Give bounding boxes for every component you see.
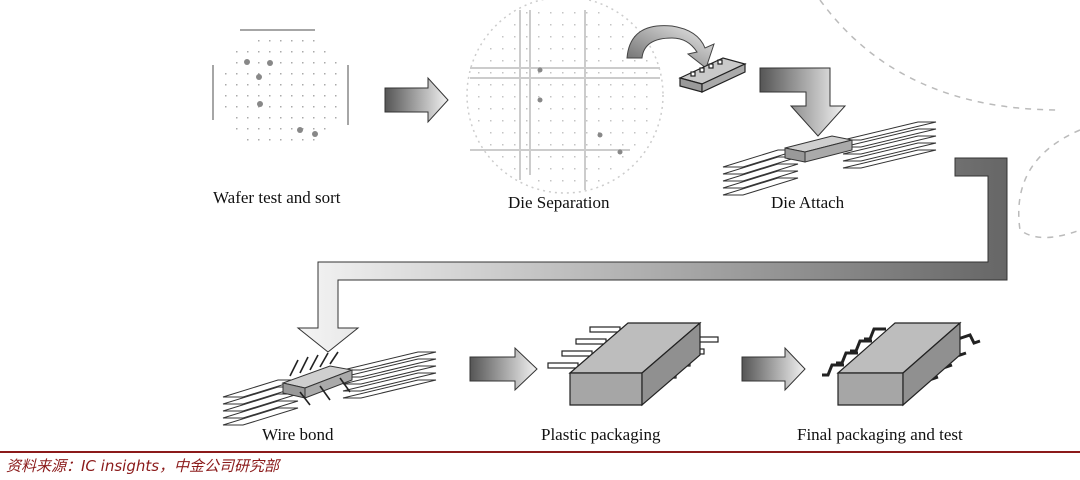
wafer-die-grid bbox=[225, 40, 337, 141]
step-label-die-attach: Die Attach bbox=[771, 193, 845, 212]
source-divider bbox=[0, 451, 1080, 453]
step-label-plastic-packaging: Plastic packaging bbox=[541, 425, 661, 444]
wafer-icon bbox=[212, 29, 349, 141]
source-note: 资料来源：IC insights，中金公司研究部 bbox=[6, 457, 280, 475]
leadframe-die-attach-icon bbox=[722, 121, 937, 196]
final-package-icon bbox=[822, 321, 981, 407]
flow-arrow-4 bbox=[469, 346, 538, 392]
step-label-wire-bond: Wire bond bbox=[262, 425, 334, 444]
curved-pick-arrow bbox=[626, 25, 715, 69]
flow-return-band bbox=[296, 157, 1008, 353]
plastic-package-icon bbox=[547, 321, 719, 407]
step-label-wafer-test: Wafer test and sort bbox=[213, 188, 341, 207]
flow-arrow-5 bbox=[741, 346, 806, 392]
separated-wafer-icon bbox=[466, 0, 664, 194]
die-chip-icon bbox=[678, 57, 747, 93]
step-label-die-separation: Die Separation bbox=[508, 193, 610, 212]
wire-bond-icon bbox=[222, 351, 437, 426]
separated-die-grid bbox=[478, 12, 648, 182]
flow-arrow-1 bbox=[384, 76, 449, 124]
step-label-final-packaging: Final packaging and test bbox=[797, 425, 963, 444]
flow-arrow-2 bbox=[759, 67, 847, 137]
decorative-arcs bbox=[819, 0, 1080, 239]
